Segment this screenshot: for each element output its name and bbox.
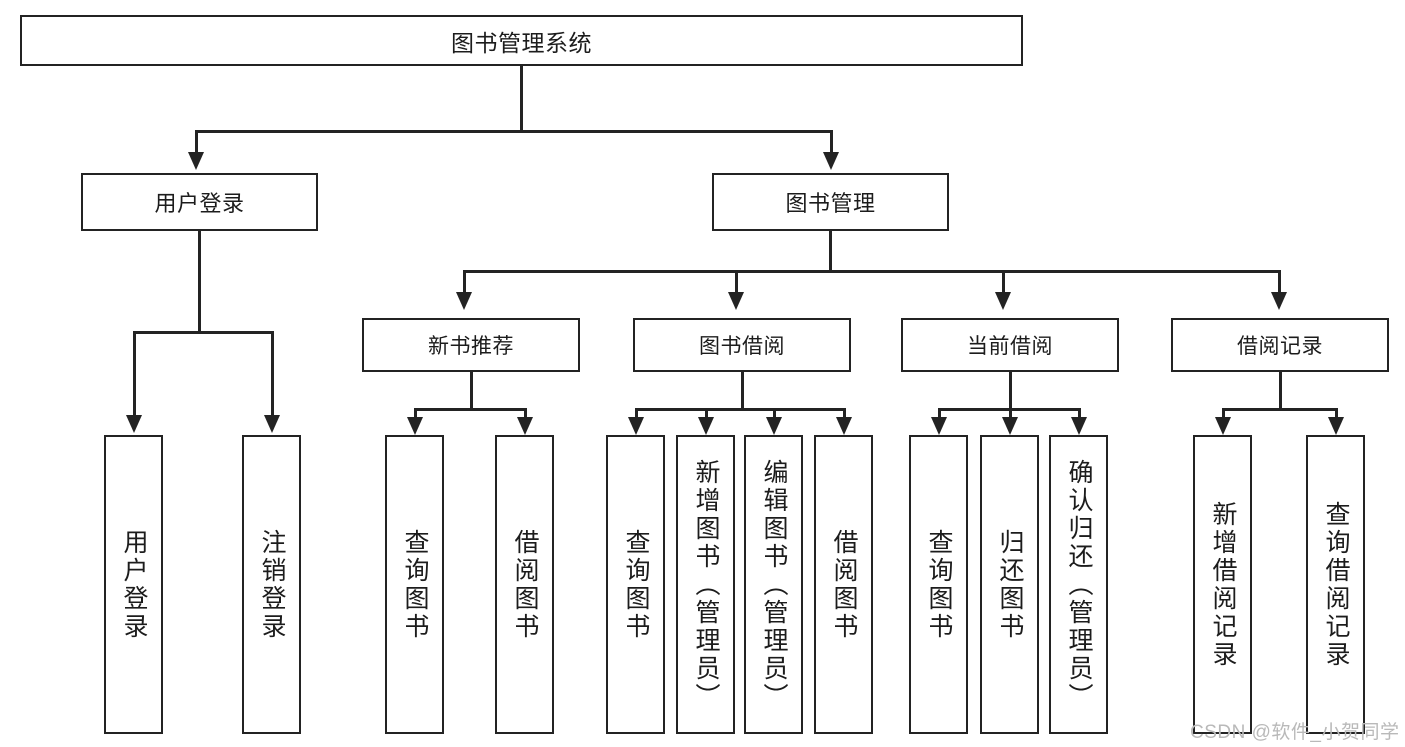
connector-book-borrow-leaf3 [773,408,776,420]
connector-current-borrow-leaf1 [938,408,941,420]
leaf-label: 查询借阅记录 [1322,500,1350,669]
connector-borrow-record-stem [1279,372,1282,410]
leaf-label: 新增图书（管理员） [692,458,720,711]
node-label: 图书管理 [785,191,876,216]
leaf-current-borrow-confirm-return[interactable]: 确认归还（管理员） [1049,435,1108,734]
leaf-label: 用户登录 [120,528,148,641]
leaf-label: 注销登录 [258,528,286,641]
arrowhead-to-book-borrow [728,292,744,310]
arrowhead-new-book-leaf1 [407,417,423,435]
connector-new-book-leaf1 [414,408,417,420]
connector-user-login-leaf1 [133,331,136,417]
leaf-current-borrow-query-book[interactable]: 查询图书 [909,435,968,734]
connector-current-borrow-leaf3 [1078,408,1081,420]
connector-new-book-leaf2 [524,408,527,420]
connector-to-new-book [463,270,466,294]
arrowhead-current-borrow-leaf2 [1002,417,1018,435]
leaf-borrow-record-query-record[interactable]: 查询借阅记录 [1306,435,1365,734]
node-book-management[interactable]: 图书管理 [712,173,949,231]
connector-book-borrow-bus [635,408,845,411]
leaf-book-borrow-borrow-book[interactable]: 借阅图书 [814,435,873,734]
node-current-borrow[interactable]: 当前借阅 [901,318,1119,372]
arrowhead-book-borrow-leaf2 [698,417,714,435]
connector-current-borrow-stem [1009,372,1012,410]
arrowhead-current-borrow-leaf3 [1071,417,1087,435]
leaf-user-login-login[interactable]: 用户登录 [104,435,163,734]
leaf-book-borrow-edit-book[interactable]: 编辑图书（管理员） [744,435,803,734]
leaf-borrow-record-add-record[interactable]: 新增借阅记录 [1193,435,1252,734]
leaf-book-borrow-add-book[interactable]: 新增图书（管理员） [676,435,735,734]
connector-to-book-manage [830,130,833,154]
node-label: 图书借阅 [699,335,785,358]
node-label: 借阅记录 [1237,335,1323,358]
connector-new-book-bus [414,408,526,411]
arrowhead-user-login-leaf2 [264,415,280,433]
node-label: 新书推荐 [428,335,514,358]
node-label: 当前借阅 [967,335,1053,358]
arrowhead-to-new-book [456,292,472,310]
arrowhead-book-borrow-leaf1 [628,417,644,435]
leaf-label: 确认归还（管理员） [1065,458,1093,711]
connector-level3-bus [463,270,1280,273]
csdn-watermark: CSDN @软件_小贺同学 [1190,722,1400,743]
connector-current-borrow-leaf2 [1009,408,1012,420]
connector-user-login-leaf2 [271,331,274,417]
connector-book-borrow-leaf4 [843,408,846,420]
connector-book-borrow-leaf2 [705,408,708,420]
node-borrow-record[interactable]: 借阅记录 [1171,318,1389,372]
arrowhead-book-borrow-leaf4 [836,417,852,435]
node-user-login[interactable]: 用户登录 [81,173,318,231]
connector-new-book-stem [470,372,473,410]
node-label: 图书管理系统 [451,29,592,56]
node-new-book-recommend[interactable]: 新书推荐 [362,318,580,372]
connector-book-borrow-leaf1 [635,408,638,420]
connector-borrow-record-leaf1 [1222,408,1225,420]
leaf-label: 查询图书 [622,528,650,641]
arrowhead-to-user-login [188,152,204,170]
connector-to-borrow-record [1278,270,1281,294]
connector-borrow-record-leaf2 [1335,408,1338,420]
connector-level2-bus [195,130,833,133]
leaf-label: 借阅图书 [830,528,858,641]
leaf-label: 编辑图书（管理员） [760,458,788,711]
arrowhead-user-login-leaf1 [126,415,142,433]
connector-book-borrow-stem [741,372,744,410]
arrowhead-current-borrow-leaf1 [931,417,947,435]
arrowhead-to-borrow-record [1271,292,1287,310]
connector-to-book-borrow [735,270,738,294]
leaf-label: 借阅图书 [511,528,539,641]
arrowhead-borrow-record-leaf2 [1328,417,1344,435]
arrowhead-borrow-record-leaf1 [1215,417,1231,435]
leaf-new-book-query-book[interactable]: 查询图书 [385,435,444,734]
leaf-book-borrow-query-book[interactable]: 查询图书 [606,435,665,734]
connector-root-stem [520,66,523,132]
leaf-label: 归还图书 [996,528,1024,641]
node-root-system[interactable]: 图书管理系统 [20,15,1023,66]
connector-book-manage-stem [829,231,832,272]
node-book-borrow[interactable]: 图书借阅 [633,318,851,372]
connector-user-login-stem [198,231,201,333]
arrowhead-to-current-borrow [995,292,1011,310]
arrowhead-new-book-leaf2 [517,417,533,435]
leaf-label: 查询图书 [925,528,953,641]
leaf-label: 查询图书 [401,528,429,641]
connector-user-login-bus [133,331,273,334]
leaf-current-borrow-return-book[interactable]: 归还图书 [980,435,1039,734]
leaf-user-login-logout[interactable]: 注销登录 [242,435,301,734]
connector-to-current-borrow [1002,270,1005,294]
connector-to-user-login [195,130,198,154]
arrowhead-book-borrow-leaf3 [766,417,782,435]
leaf-new-book-borrow-book[interactable]: 借阅图书 [495,435,554,734]
node-label: 用户登录 [154,191,245,216]
leaf-label: 新增借阅记录 [1209,500,1237,669]
connector-borrow-record-bus [1222,408,1337,411]
arrowhead-to-book-manage [823,152,839,170]
